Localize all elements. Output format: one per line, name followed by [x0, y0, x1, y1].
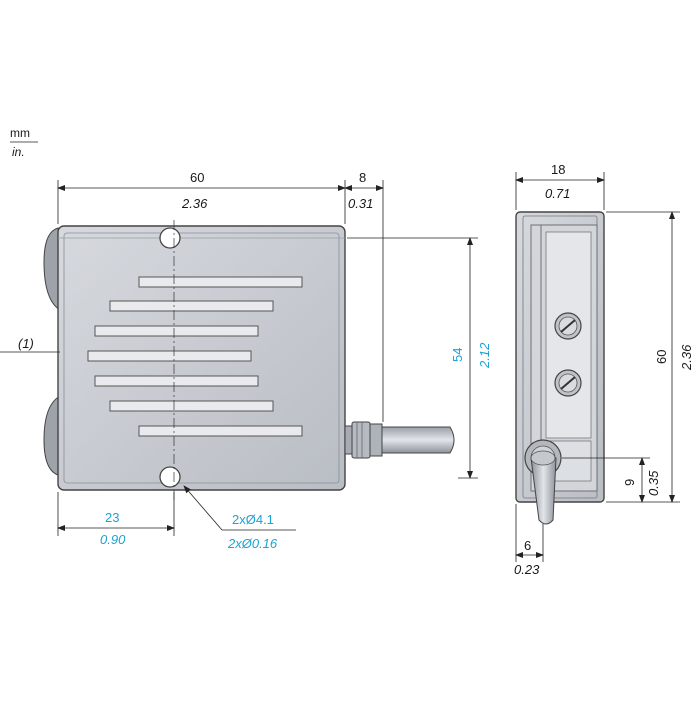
mounting-hole-bottom [159, 466, 181, 488]
cable-height-mm: 9 [622, 479, 637, 486]
side-cable-offset-in: 0.23 [514, 562, 540, 577]
units-legend: mm in. [10, 126, 38, 159]
mounting-hole-top [159, 227, 181, 249]
callout-1: (1) [18, 336, 34, 351]
side-cable [524, 439, 562, 525]
hole-offset-mm: 23 [105, 510, 119, 525]
unit-mm: mm [10, 126, 30, 140]
front-dimensions: 60 2.36 8 0.31 54 2.12 (1) 23 0.90 2xØ4.… [0, 170, 492, 551]
height-in: 2.12 [477, 342, 492, 369]
potentiometer-2 [554, 369, 582, 397]
potentiometer-1 [554, 312, 582, 340]
cable-offset-in: 0.31 [348, 196, 373, 211]
side-cable-offset-mm: 6 [524, 538, 531, 553]
depth-in: 0.71 [545, 186, 570, 201]
cable-height-in: 0.35 [646, 470, 661, 496]
left-lens-bottom [43, 395, 61, 476]
front-view [43, 220, 455, 500]
vent-slots [87, 276, 303, 437]
cable-offset-mm: 8 [359, 170, 366, 185]
left-lens-top [43, 227, 61, 311]
hole-dia-mm: 2xØ4.1 [232, 512, 274, 527]
side-dimensions: 18 0.71 60 2.36 9 0.35 6 0.23 [514, 162, 694, 577]
side-view [515, 211, 605, 525]
width-mm: 60 [190, 170, 204, 185]
hole-dia-in: 2xØ0.16 [227, 536, 278, 551]
depth-mm: 18 [551, 162, 565, 177]
unit-in: in. [12, 145, 25, 159]
height-mm: 54 [450, 348, 465, 362]
side-height-in: 2.36 [679, 344, 694, 371]
side-height-mm: 60 [654, 350, 669, 364]
hole-offset-in: 0.90 [100, 532, 126, 547]
cable [344, 421, 455, 459]
width-in: 2.36 [181, 196, 208, 211]
